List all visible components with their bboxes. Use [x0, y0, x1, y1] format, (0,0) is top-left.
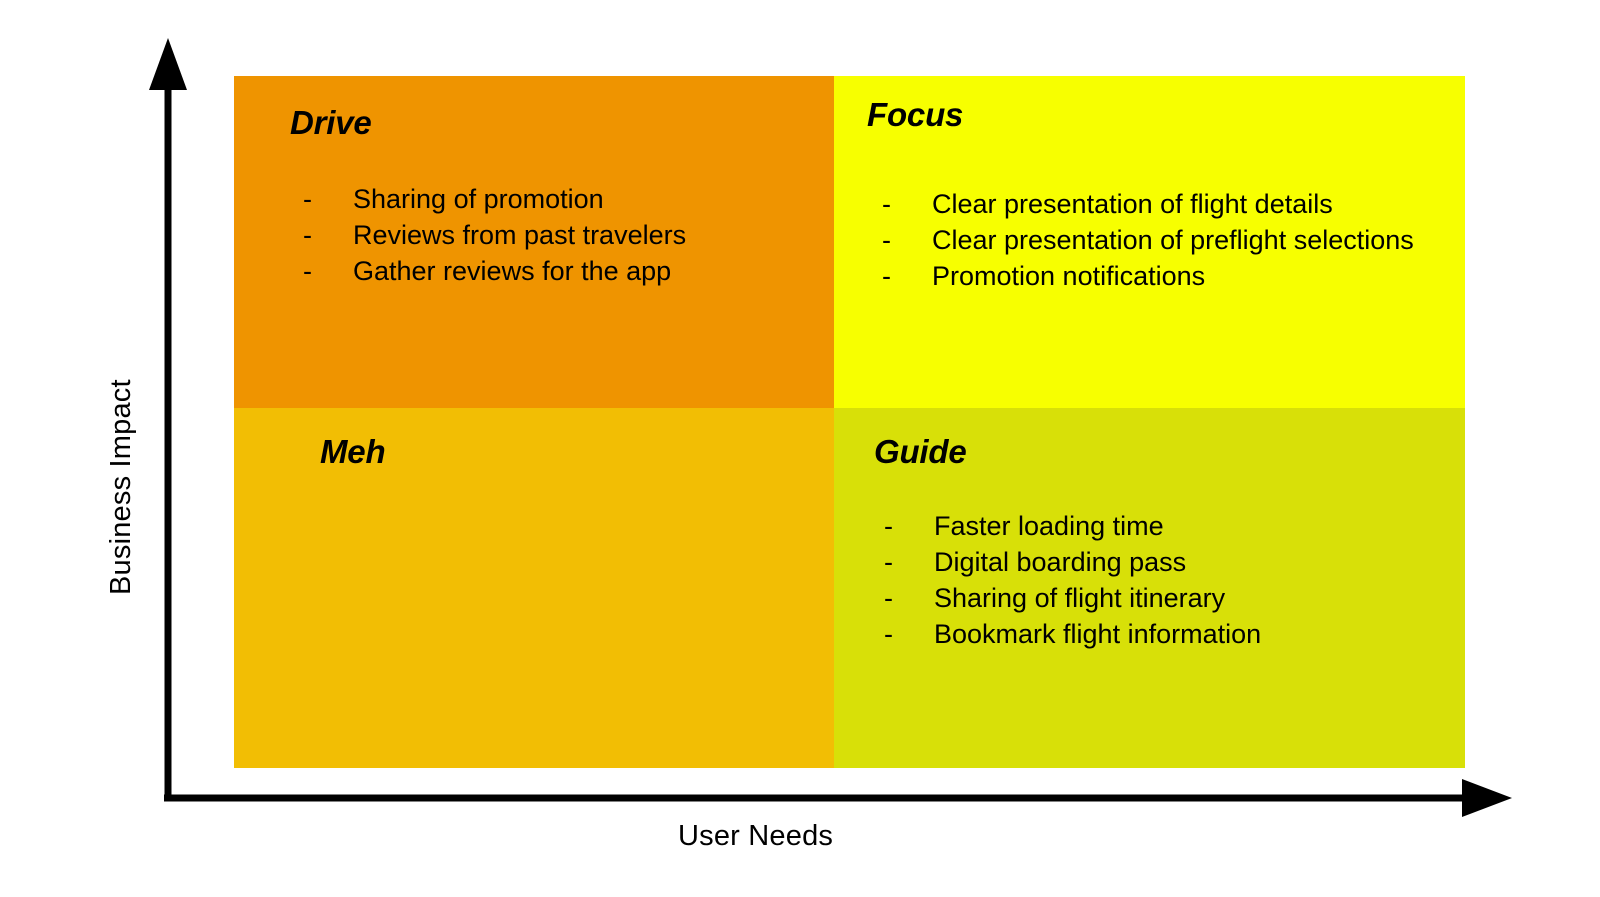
list-item-label: Digital boarding pass [934, 547, 1187, 577]
list-item-label: Clear presentation of preflight selectio… [932, 225, 1414, 255]
list-item-label: Bookmark flight information [934, 619, 1262, 649]
bullet-dash-icon: - [882, 225, 891, 255]
list-item-label: Faster loading time [934, 511, 1164, 541]
bullet-dash-icon: - [303, 184, 312, 214]
quadrant-title-meh: Meh [320, 433, 386, 470]
matrix-grid: Drive - Sharing of promotion - Reviews from… [234, 76, 1465, 768]
quadrant-title-guide: Guide [874, 433, 967, 470]
bullet-dash-icon: - [303, 220, 312, 250]
bullet-dash-icon: - [884, 619, 893, 649]
list-item: - Faster loading time [884, 508, 1444, 544]
list-item: - Reviews from past travelers [303, 217, 803, 253]
quadrant-list-guide: - Faster loading time - Digital boarding pa… [884, 508, 1444, 652]
quadrant-title-focus: Focus [867, 96, 964, 133]
list-item: - Clear presentation of preflight selecti… [882, 222, 1442, 258]
list-item: - Clear presentation of flight details [882, 186, 1442, 222]
list-item: - Digital boarding pass [884, 544, 1444, 580]
list-item: - Promotion notifications [882, 258, 1442, 294]
list-item-label: Sharing of promotion [353, 184, 604, 214]
bullet-dash-icon: - [882, 261, 891, 291]
list-item: - Sharing of promotion [303, 181, 803, 217]
bullet-dash-icon: - [884, 583, 893, 613]
list-item-label: Promotion notifications [932, 261, 1206, 291]
list-item-label: Clear presentation of flight details [932, 189, 1333, 219]
list-item-label: Gather reviews for the app [353, 256, 672, 286]
quadrant-list-focus: - Clear presentation of flight details - Cl… [882, 186, 1442, 294]
list-item: - Gather reviews for the app [303, 253, 803, 289]
y-axis-label: Business Impact [105, 379, 137, 595]
quadrant-focus[interactable]: Focus - Clear presentation of flight deta… [834, 76, 1465, 408]
bullet-dash-icon: - [303, 256, 312, 286]
quadrant-title-drive: Drive [290, 104, 372, 141]
bullet-dash-icon: - [882, 189, 891, 219]
list-item: - Bookmark flight information [884, 616, 1444, 652]
x-axis-label: User Needs [678, 820, 834, 852]
bullet-dash-icon: - [884, 511, 893, 541]
list-item-label: Sharing of flight itinerary [934, 583, 1226, 613]
quadrant-meh[interactable]: Meh [234, 408, 834, 768]
list-item-label: Reviews from past travelers [353, 220, 687, 250]
quadrant-list-drive: - Sharing of promotion - Reviews from past … [303, 181, 803, 289]
bullet-dash-icon: - [884, 547, 893, 577]
arrow-up-icon [149, 38, 187, 90]
quadrant-drive[interactable]: Drive - Sharing of promotion - Reviews from… [234, 76, 834, 408]
quadrant-guide[interactable]: Guide - Faster loading time - Digital board… [834, 408, 1465, 768]
list-item: - Sharing of flight itinerary [884, 580, 1444, 616]
arrow-right-icon [1462, 779, 1512, 817]
